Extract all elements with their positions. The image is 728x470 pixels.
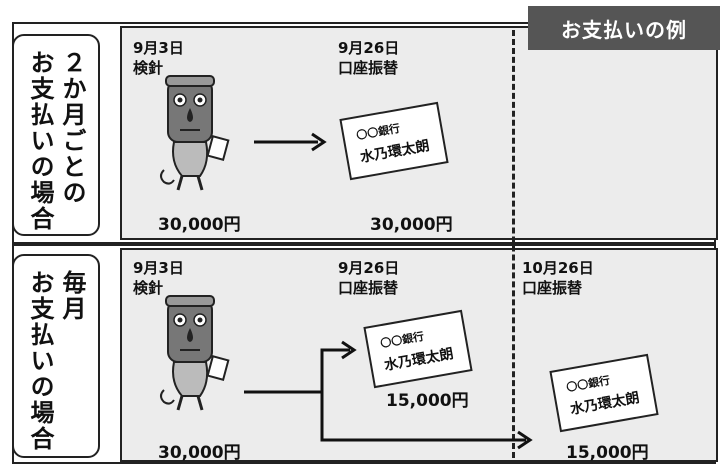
title-tab: お支払いの例 — [528, 6, 720, 50]
arrow-line — [320, 392, 526, 442]
monthly-event-1: 9月3日 検針 — [133, 258, 184, 298]
arrow-head-icon — [341, 340, 357, 360]
monthly-amount-transfer-1: 15,000円 — [386, 391, 469, 411]
bimonthly-event-1: 9月3日 検針 — [133, 38, 184, 78]
bimonthly-amount-transfer: 30,000円 — [370, 215, 453, 235]
monthly-amount-transfer-2: 15,000円 — [566, 443, 649, 463]
bimonthly-event-2: 9月26日 口座振替 — [338, 38, 399, 78]
bimonthly-amount-reading: 30,000円 — [158, 215, 241, 235]
event-desc: 口座振替 — [338, 279, 399, 297]
monthly-label-line-2: お支払いの場合 — [26, 270, 54, 452]
meter-mascot-icon — [159, 294, 230, 412]
event-desc: 検針 — [133, 279, 164, 297]
bimonthly-label: お支払いの場合 ２か月ごとの — [12, 34, 100, 236]
monthly-label: お支払いの場合 毎月 — [12, 254, 100, 458]
event-desc: 口座振替 — [338, 59, 399, 77]
event-date: 9月3日 — [133, 39, 184, 57]
event-desc: 口座振替 — [522, 279, 583, 297]
arrow-line — [244, 348, 350, 394]
meter-mascot-icon — [159, 74, 230, 192]
monthly-event-2: 9月26日 口座振替 — [338, 258, 399, 298]
bimonthly-label-line-1: ２か月ごとの — [58, 50, 86, 206]
month-separator — [512, 30, 515, 458]
monthly-event-3: 10月26日 口座振替 — [522, 258, 594, 298]
arrow-head-icon — [311, 132, 327, 152]
event-desc: 検針 — [133, 59, 164, 77]
bimonthly-label-line-2: お支払いの場合 — [26, 50, 54, 232]
event-date: 9月26日 — [338, 39, 400, 57]
event-date: 9月26日 — [338, 259, 400, 277]
event-date: 9月3日 — [133, 259, 184, 277]
event-date: 10月26日 — [522, 259, 594, 277]
monthly-amount-reading: 30,000円 — [158, 443, 241, 463]
monthly-label-line-1: 毎月 — [58, 270, 86, 322]
arrow-head-icon — [517, 430, 533, 450]
